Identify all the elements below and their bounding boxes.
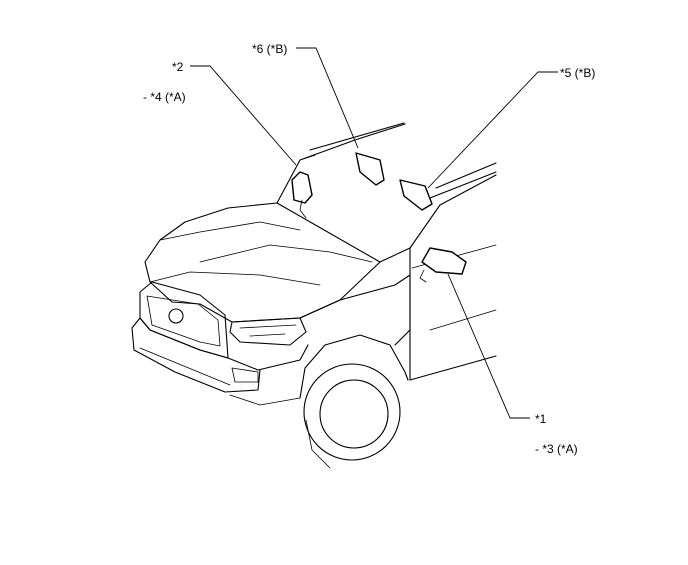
leader-1 — [447, 273, 530, 419]
leader-2 — [190, 65, 297, 166]
headlight — [229, 317, 307, 346]
callout-4: - *4 (*A) — [143, 90, 186, 104]
hood-outline — [144, 202, 381, 323]
leader-5 — [427, 71, 558, 189]
grille-inner — [146, 295, 221, 347]
leader-6 — [296, 47, 359, 149]
door-crease — [429, 309, 497, 331]
part-5-right-sun-visor — [399, 179, 433, 211]
part-1-outer-rear-view-mirror — [421, 247, 467, 275]
callout-1: *1 — [535, 412, 547, 426]
bumper-skid — [139, 347, 301, 406]
hood-crease-right — [199, 244, 373, 263]
tire-tread — [305, 419, 331, 469]
grille-frame — [139, 281, 229, 359]
callout-3: - *3 (*A) — [535, 442, 578, 456]
part-2-wire — [299, 199, 307, 219]
bumper-lower — [131, 327, 261, 393]
callout-2: *2 — [172, 60, 184, 74]
emblem — [168, 308, 184, 324]
windshield-top-edge — [309, 122, 405, 151]
hood-scoop-line — [149, 271, 321, 286]
front-bumper — [131, 317, 309, 371]
front-tire — [303, 363, 401, 461]
right-a-pillar — [409, 174, 497, 249]
part-2-inner-rear-view-mirror — [291, 171, 313, 204]
door-bottom-edge — [409, 355, 497, 381]
part-6-left-sun-visor — [355, 152, 385, 186]
roof-edge — [429, 162, 497, 199]
wheel-arch — [299, 334, 409, 399]
front-rim — [319, 379, 389, 449]
callout-5: *5 (*B) — [560, 66, 596, 80]
hood-crease-left — [159, 221, 301, 241]
bumper-fog-area — [231, 367, 259, 383]
part-1-wire — [419, 269, 427, 283]
front-fender — [299, 274, 411, 346]
headlight-detail — [239, 324, 297, 337]
windshield-lower-edge — [276, 202, 411, 263]
windshield-frame — [276, 123, 406, 204]
callout-6: *6 (*B) — [252, 42, 288, 56]
